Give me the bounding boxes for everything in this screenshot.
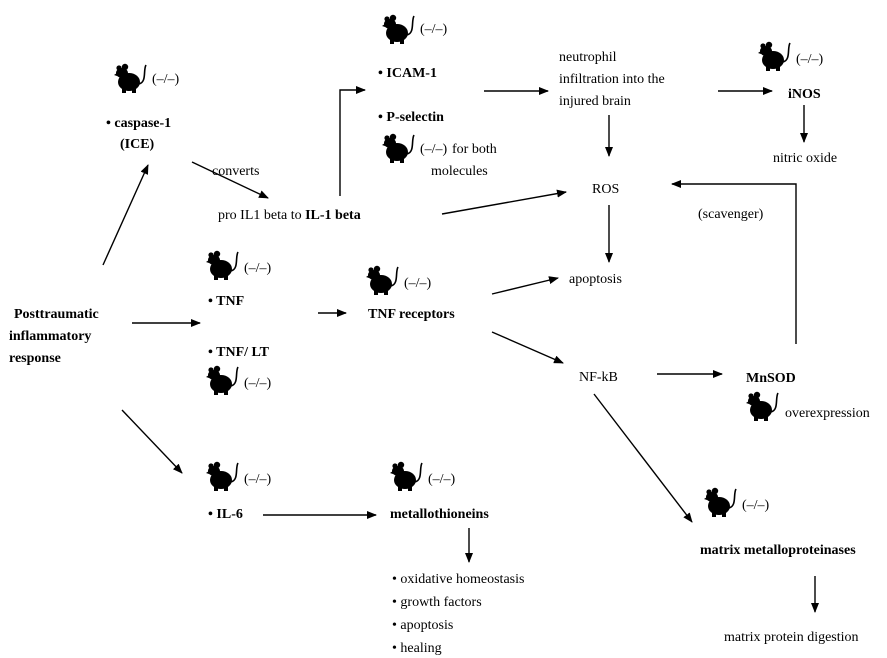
- arrow-nfkb-to-mmp: [593, 393, 693, 523]
- mouse-icon: [113, 62, 147, 94]
- mouse-icon: [745, 390, 779, 422]
- mt-effect-apoptosis: • apoptosis: [392, 618, 453, 633]
- nitric-oxide-label: nitric oxide: [773, 151, 837, 166]
- arrow-il1-to-ros: [441, 189, 567, 215]
- inos-label: iNOS: [788, 87, 821, 102]
- arrow-mnsod-scavenger-to-ros: [671, 180, 797, 344]
- mouse-icon: [205, 250, 239, 281]
- mouse-icon: [381, 133, 415, 164]
- caspase-label: • caspase-1: [106, 116, 171, 131]
- arrows: [102, 86, 819, 613]
- both-molecules-line-2: molecules: [431, 164, 488, 179]
- arrow-response-to-il6: [121, 409, 183, 474]
- converts-label: converts: [212, 164, 259, 179]
- arrow-il1-to-icam: [339, 86, 366, 196]
- posttraumatic-line-2: inflammatory: [9, 329, 91, 344]
- tnf-receptors-label: TNF receptors: [368, 307, 455, 322]
- metallothioneins-label: metallothioneins: [390, 507, 489, 522]
- nfkb-label: NF-kB: [579, 370, 618, 385]
- posttraumatic-line-3: response: [9, 351, 61, 366]
- pro-il1-text: pro IL1 beta to: [218, 208, 305, 223]
- knockout-mice: (–/–) (–/–) (–/–) (–/–) (–/–) (–/–) (–/–…: [113, 14, 824, 518]
- mt-effect-oxidative: • oxidative homeostasis: [392, 572, 524, 587]
- tnf-lt-label: • TNF/ LT: [208, 345, 270, 360]
- tnf-knockout-label: (–/–): [244, 261, 272, 276]
- scavenger-label: (scavenger): [698, 207, 764, 222]
- mouse-icon: [389, 460, 423, 492]
- arrow-receptors-to-nfkb: [491, 331, 564, 364]
- pselectin-label: • P-selectin: [378, 110, 444, 125]
- neutrophil-line-1: neutrophil: [559, 50, 617, 65]
- mouse-icon: [381, 14, 415, 45]
- mt-effect-healing: • healing: [392, 641, 442, 656]
- metallothioneins-knockout-label: (–/–): [428, 472, 456, 487]
- neutrophil-line-3: injured brain: [559, 94, 631, 109]
- neutrophil-line-2: infiltration into the: [559, 72, 665, 87]
- il6-label: • IL-6: [208, 507, 243, 522]
- both-molecules-line-1: for both: [452, 142, 497, 157]
- mnsod-label: MnSOD: [746, 371, 796, 386]
- arrow-response-to-caspase: [102, 164, 149, 266]
- overexpression-label: overexpression: [785, 406, 870, 421]
- apoptosis-label: apoptosis: [569, 272, 622, 287]
- matrix-digestion-label: matrix protein digestion: [724, 630, 859, 645]
- mt-effect-growth: • growth factors: [392, 595, 482, 610]
- mouse-icon: [365, 264, 399, 296]
- mouse-icon: [205, 364, 239, 396]
- mouse-icon: [703, 486, 737, 518]
- inos-knockout-label: (–/–): [796, 52, 824, 67]
- arrow-receptors-to-apoptosis: [491, 276, 559, 295]
- ros-label: ROS: [592, 182, 619, 197]
- caspase-knockout-label: (–/–): [152, 72, 180, 87]
- icam-knockout-label: (–/–): [420, 22, 448, 37]
- tnf-receptors-knockout-label: (–/–): [404, 276, 432, 291]
- pro-il1-label: pro IL1 beta to IL-1 beta: [218, 208, 361, 223]
- pselectin-knockout-label: (–/–): [420, 142, 448, 157]
- tnf-lt-knockout-label: (–/–): [244, 376, 272, 391]
- il6-knockout-label: (–/–): [244, 472, 272, 487]
- icam-label: • ICAM-1: [378, 66, 437, 81]
- mouse-icon: [757, 40, 791, 72]
- mouse-icon: [205, 460, 239, 492]
- il1-beta-text: IL-1 beta: [305, 208, 361, 223]
- mmp-knockout-label: (–/–): [742, 498, 770, 513]
- posttraumatic-line-1: Posttraumatic: [14, 307, 99, 322]
- mmp-label: matrix metalloproteinases: [700, 543, 856, 558]
- tnf-label: • TNF: [208, 294, 244, 309]
- arrow-caspase-converts: [191, 161, 269, 199]
- node-labels: Posttraumatic inflammatory response • ca…: [9, 50, 870, 656]
- ice-label: (ICE): [120, 137, 155, 152]
